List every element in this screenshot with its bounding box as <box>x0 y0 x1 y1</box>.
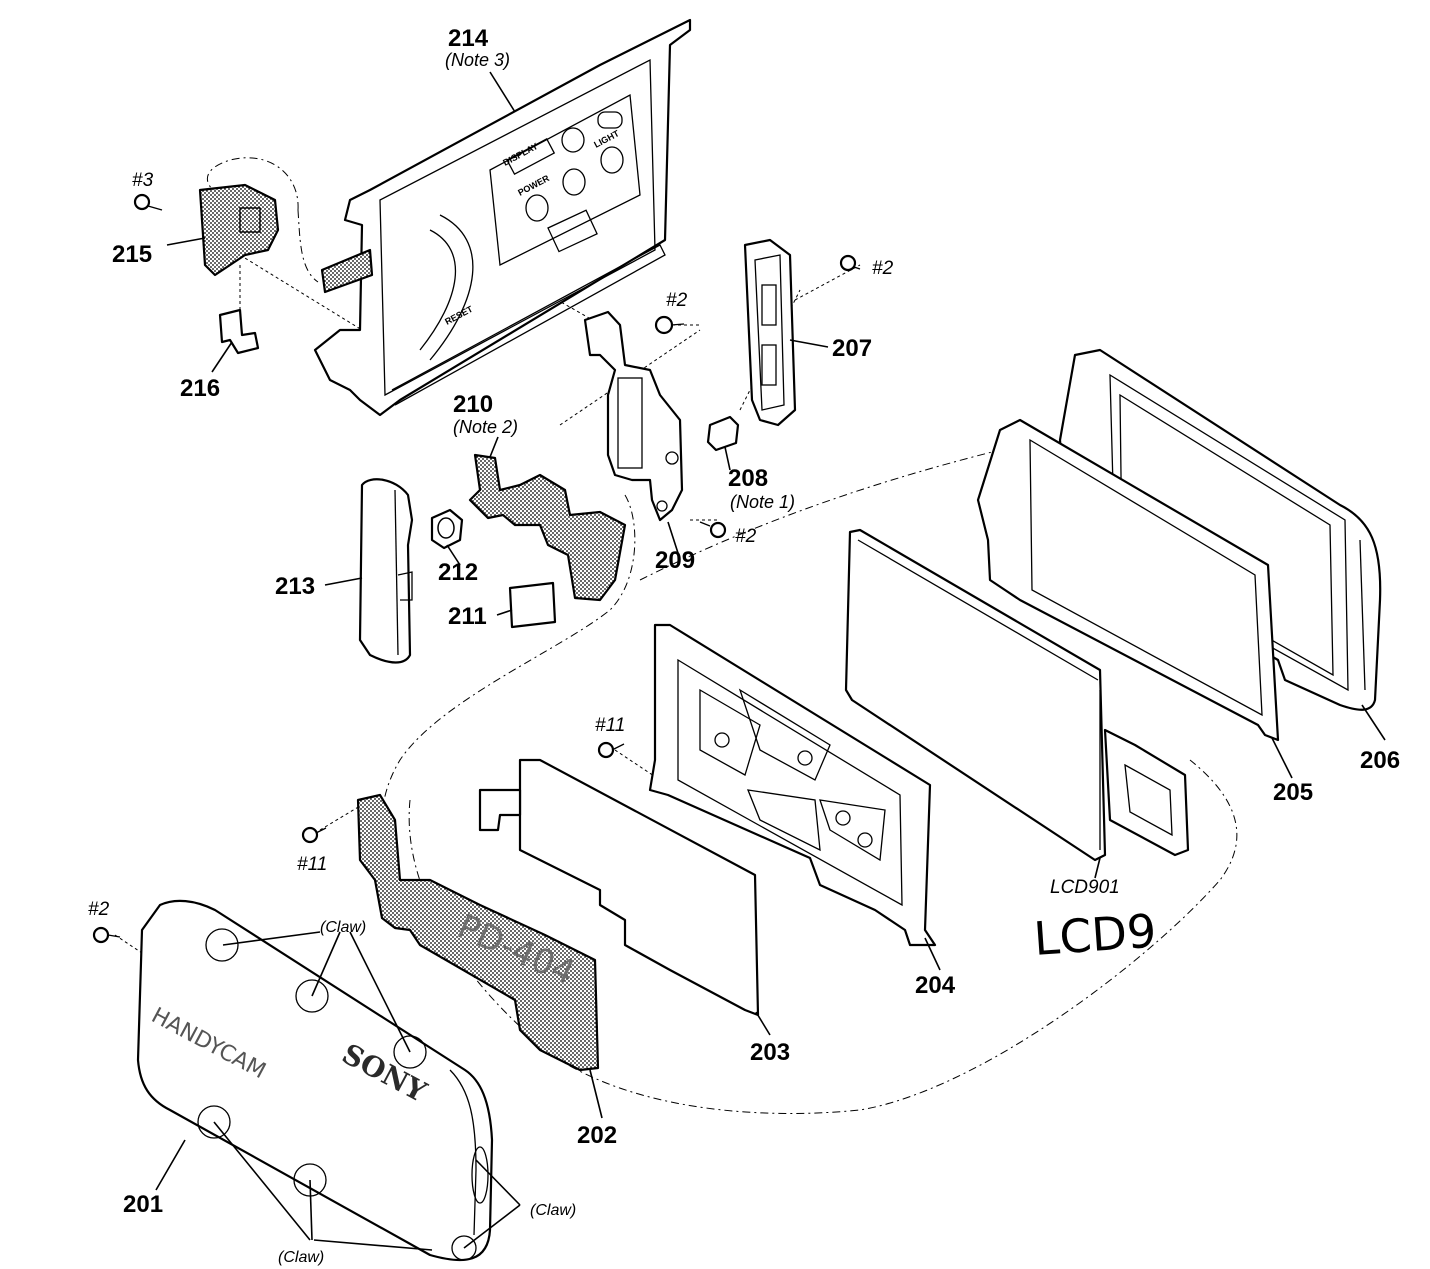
lcd901-label: LCD901 <box>1050 877 1120 898</box>
part-215-bracket <box>198 183 280 277</box>
screw-icon <box>597 741 625 759</box>
part-204-backlight-frame <box>648 623 937 947</box>
part-210-flex-board <box>468 453 627 602</box>
part-209-hinge <box>583 310 684 522</box>
label-207: 207 <box>832 335 872 362</box>
screw-label-2d: #2 <box>88 899 110 920</box>
part-211-square-pad <box>508 581 557 629</box>
part-207-side-bracket <box>743 238 797 427</box>
label-209: 209 <box>655 547 695 574</box>
claw-label-bottom: (Claw) <box>278 1249 324 1266</box>
screw-icon <box>92 926 121 944</box>
screw-label-3: #3 <box>132 170 154 191</box>
note-1: (Note 1) <box>730 492 795 512</box>
screw-icon <box>699 521 727 539</box>
label-206: 206 <box>1360 747 1400 774</box>
label-212: 212 <box>438 559 478 586</box>
label-210: 210 <box>453 391 493 418</box>
label-214: 214 <box>448 25 489 52</box>
label-202: 202 <box>577 1122 617 1149</box>
screw-label-2c: #2 <box>735 526 757 547</box>
label-201: 201 <box>123 1191 163 1218</box>
part-212-switch <box>430 508 464 550</box>
label-213: 213 <box>275 573 315 600</box>
label-216: 216 <box>180 375 220 402</box>
leader-lines <box>155 71 1386 1251</box>
part-203-shield-plate <box>478 758 760 1017</box>
part-213-grip-cover <box>358 478 414 664</box>
screw-labels: #3 #2 #2 #2 #11 #11 #2 <box>88 170 894 920</box>
screw-label-2a: #2 <box>872 258 894 279</box>
label-215: 215 <box>112 241 152 268</box>
screws <box>92 193 861 944</box>
claw-label-right: (Claw) <box>530 1202 576 1219</box>
part-201-front-cover: HANDYCAM SONY <box>136 899 494 1262</box>
label-205: 205 <box>1273 779 1313 806</box>
screw-label-11a: #11 <box>595 715 625 736</box>
part-205-frame-sheet <box>976 418 1280 742</box>
screw-label-2b: #2 <box>666 290 688 311</box>
screw-label-11b: #11 <box>297 854 327 875</box>
label-211: 211 <box>448 603 487 630</box>
label-208: 208 <box>728 465 768 492</box>
note-2: (Note 2) <box>453 417 518 437</box>
part-lcd901-panel <box>844 528 1190 862</box>
claw-labels: (Claw) (Claw) (Claw) <box>278 919 576 1266</box>
handwritten-lcd9-label: LCD9 <box>1032 904 1158 966</box>
part-214-lcd-frame: RESET POWER LIGHT DISPLAY <box>313 18 692 417</box>
part-208-block <box>706 415 740 452</box>
screw-icon <box>301 826 327 844</box>
screw-icon <box>654 315 685 335</box>
label-203: 203 <box>750 1039 790 1066</box>
label-204: 204 <box>915 972 956 999</box>
part-number-labels: 214 (Note 3) 215 216 207 208 (Note 1) 20… <box>112 25 1400 1218</box>
part-216-clip <box>218 308 260 355</box>
screw-icon <box>839 254 861 272</box>
note-3: (Note 3) <box>445 50 510 70</box>
screw-icon <box>133 193 163 211</box>
claw-label-top: (Claw) <box>320 919 366 936</box>
